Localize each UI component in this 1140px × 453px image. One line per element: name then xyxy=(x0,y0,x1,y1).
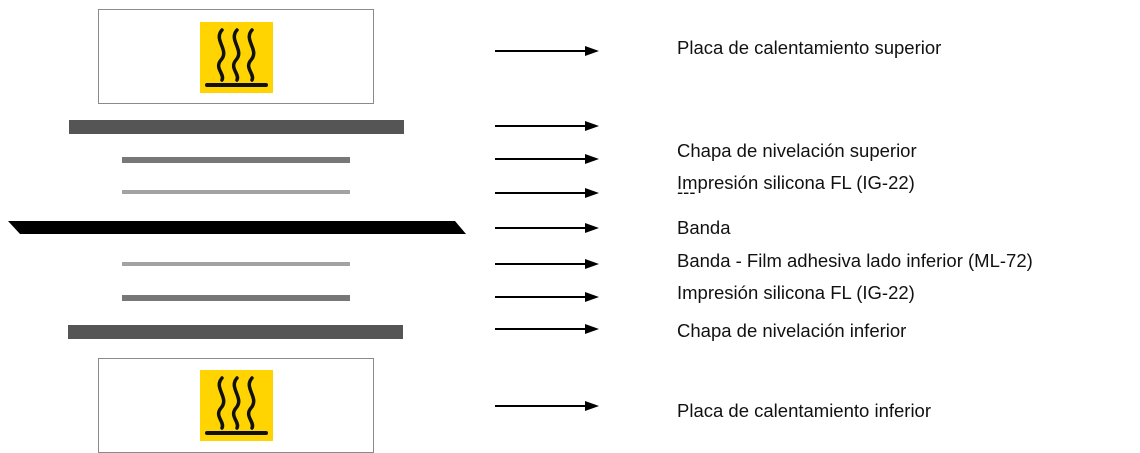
arrow-icon xyxy=(495,401,599,411)
arrow-icon xyxy=(495,121,599,131)
arrow-icon xyxy=(495,154,599,164)
hot-surface-warning-icon xyxy=(200,370,273,441)
label-upper-heating-plate: Placa de calentamiento superior xyxy=(677,37,942,58)
upper-leveling-sheet xyxy=(69,120,404,134)
label-belt-adhesive-film: Banda - Film adhesiva lado inferior (ML-… xyxy=(677,250,1033,271)
upper-light-layer xyxy=(122,190,350,194)
arrow-icon xyxy=(495,188,599,198)
label-upper-silicone-print: Impresión silicona FL (IG-22) xyxy=(677,172,915,193)
hot-surface-warning-icon xyxy=(200,22,273,93)
lower-silicone-print xyxy=(122,295,350,301)
belt-adhesive-film-layer xyxy=(122,262,350,266)
arrow-icon xyxy=(495,324,599,334)
lower-heating-plate xyxy=(98,358,374,453)
label-lower-leveling-sheet: Chapa de nivelación inferior xyxy=(677,320,907,341)
label-upper-leveling-sheet: Chapa de nivelación superior xyxy=(677,140,917,161)
arrow-icon xyxy=(495,259,599,269)
upper-silicone-print xyxy=(122,157,350,163)
label-lower-heating-plate: Placa de calentamiento inferior xyxy=(677,400,932,421)
arrow-icon xyxy=(495,292,599,302)
belt xyxy=(8,221,466,234)
arrow-icon xyxy=(495,223,599,233)
upper-heating-plate xyxy=(98,9,374,104)
lower-leveling-sheet xyxy=(68,325,403,339)
label-upper-placeholder: --- xyxy=(677,181,696,202)
arrow-icon xyxy=(495,46,599,56)
label-belt: Banda xyxy=(677,217,731,238)
label-lower-silicone-print: Impresión silicona FL (IG-22) xyxy=(677,282,915,303)
